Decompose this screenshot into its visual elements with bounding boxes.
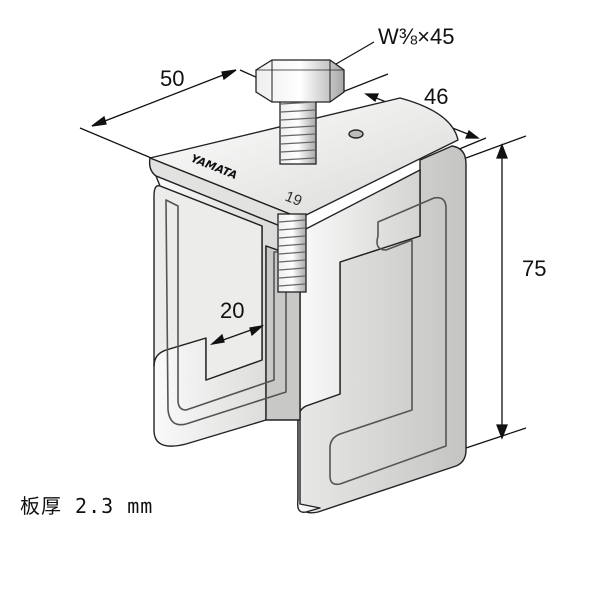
jaw-gap-label: 20 <box>220 298 244 323</box>
dimension-height <box>465 135 527 449</box>
bolt-threads <box>278 101 316 287</box>
right-rib <box>329 196 447 486</box>
plate-thickness-note: 板厚 2.3 mm <box>20 494 154 518</box>
depth-label: 46 <box>424 84 448 109</box>
dimension-width <box>79 69 259 161</box>
width-label: 50 <box>160 66 184 91</box>
bolt <box>255 59 345 293</box>
top-hole <box>348 129 364 139</box>
bolt-head <box>255 59 345 103</box>
dimension-jaw-gap <box>209 324 265 346</box>
clamp-body <box>148 97 467 514</box>
left-inner-panel <box>153 185 263 381</box>
bolt-spec-leader <box>335 41 375 65</box>
height-label: 75 <box>522 256 546 281</box>
bolt-thread-upper <box>279 95 317 165</box>
bolt-spec-label: W⅜×45 <box>378 24 454 49</box>
model-code: 19 <box>283 188 305 210</box>
